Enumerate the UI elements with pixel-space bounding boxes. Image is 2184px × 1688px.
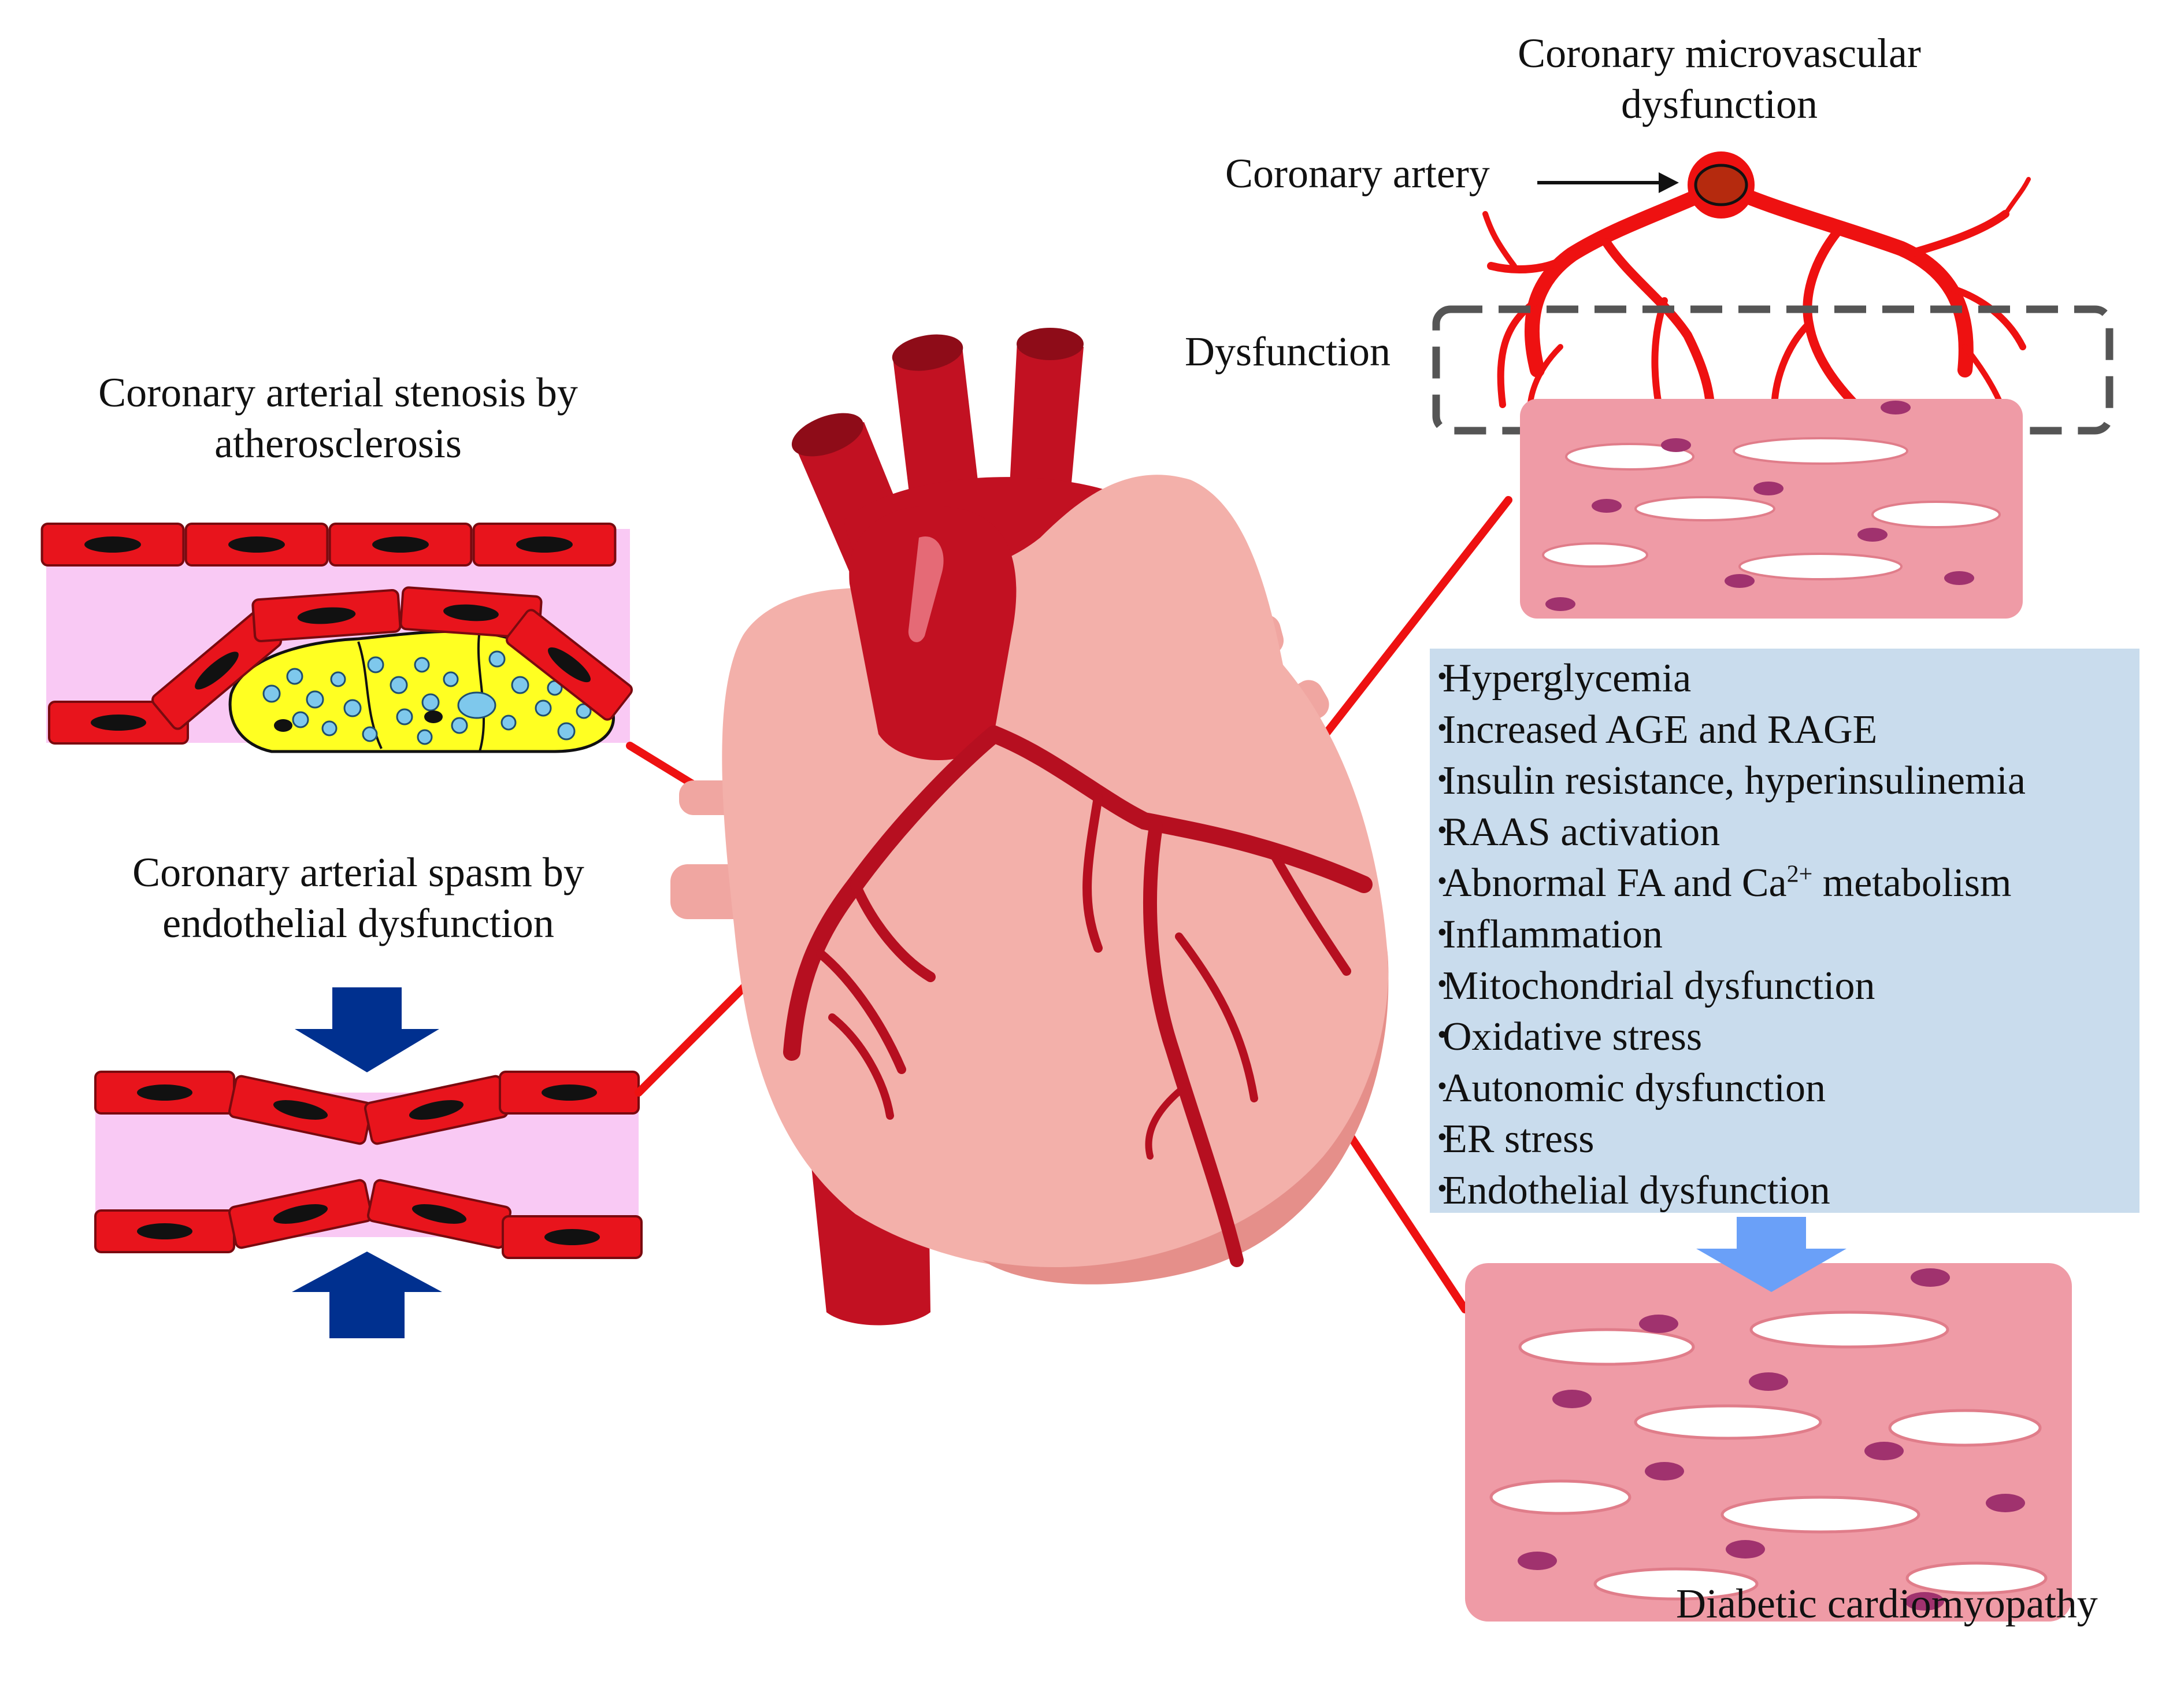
- risk-factor-item: ･Endothelial dysfunction: [1432, 1165, 2026, 1217]
- coronary-artery-label: Coronary artery: [1225, 150, 1490, 197]
- atherosclerosis-vessel-illustration: [42, 524, 635, 753]
- spasm-vessel-illustration: [94, 987, 643, 1338]
- bullet-icon: ･: [1432, 707, 1452, 752]
- arrow-down-compress: [295, 987, 439, 1072]
- risk-factor-text: Inflammation: [1443, 912, 1663, 957]
- risk-factor-text: Oxidative stress: [1443, 1015, 1703, 1060]
- risk-factor-text: RAAS activation: [1443, 809, 1720, 854]
- spasm-title: Coronary arterial spasm by endothelial d…: [132, 849, 584, 946]
- risk-factor-item: ･Oxidative stress: [1432, 1012, 2026, 1063]
- risk-factor-item: ･Increased AGE and RAGE: [1432, 705, 2026, 756]
- risk-factor-panel: [1430, 649, 2139, 1213]
- risk-factor-text: Autonomic dysfunction: [1443, 1065, 1826, 1110]
- risk-factor-text-suffix: metabolism: [1812, 861, 2012, 906]
- myocardium-small: [1520, 399, 2023, 619]
- bullet-icon: ･: [1432, 758, 1452, 804]
- stenosis-title: Coronary arterial stenosis by atheroscle…: [98, 369, 578, 467]
- bullet-icon: ･: [1432, 1168, 1452, 1213]
- risk-factor-item: ･RAAS activation: [1432, 807, 2026, 858]
- risk-factor-list: ･Hyperglycemia･Increased AGE and RAGE･In…: [1432, 653, 2026, 1217]
- risk-factor-item: ･Insulin resistance, hyperinsulinemia: [1432, 756, 2026, 807]
- risk-factor-item: ･Autonomic dysfunction: [1432, 1063, 2026, 1115]
- risk-factor-item: ･Hyperglycemia: [1432, 653, 2026, 705]
- bullet-icon: ･: [1432, 1117, 1452, 1162]
- bullet-icon: ･: [1432, 861, 1452, 906]
- arrow-up-compress: [292, 1252, 442, 1338]
- risk-factor-item: ･Inflammation: [1432, 909, 2026, 961]
- heart-illustration: [670, 328, 1389, 1326]
- risk-factor-text: Increased AGE and RAGE: [1443, 707, 1878, 752]
- bullet-icon: ･: [1432, 809, 1452, 854]
- risk-factor-item: ･Mitochondrial dysfunction: [1432, 961, 2026, 1012]
- risk-factor-text: Hyperglycemia: [1443, 656, 1692, 701]
- bullet-icon: ･: [1432, 656, 1452, 701]
- risk-factor-text: Insulin resistance, hyperinsulinemia: [1443, 758, 2026, 804]
- bullet-icon: ･: [1432, 1065, 1452, 1110]
- microvascular-title: Coronary microvascular dysfunction: [1518, 30, 1921, 127]
- risk-factor-item: ･Abnormal FA and Ca2+ metabolism: [1432, 858, 2026, 909]
- bullet-icon: ･: [1432, 963, 1452, 1008]
- risk-factor-text: Mitochondrial dysfunction: [1443, 963, 1875, 1008]
- myocardium-large: [1465, 1263, 2072, 1622]
- risk-factor-text: Abnormal FA and Ca: [1443, 861, 1787, 906]
- dysfunction-label: Dysfunction: [1185, 328, 1391, 375]
- risk-factor-text: Endothelial dysfunction: [1443, 1168, 1830, 1213]
- risk-factor-item: ･ER stress: [1432, 1114, 2026, 1165]
- arrow-down-to-cardiomyopathy: [1696, 1217, 1846, 1292]
- bullet-icon: ･: [1432, 912, 1452, 957]
- coronary-artery-pointer-arrow: [1537, 172, 1679, 193]
- diabetic-cardiomyopathy-label: Diabetic cardiomyopathy: [1676, 1580, 2098, 1627]
- risk-factor-superscript: 2+: [1786, 861, 1813, 889]
- bullet-icon: ･: [1432, 1015, 1452, 1060]
- risk-factor-text: ER stress: [1443, 1117, 1595, 1162]
- microvascular-tree: [1482, 151, 2031, 425]
